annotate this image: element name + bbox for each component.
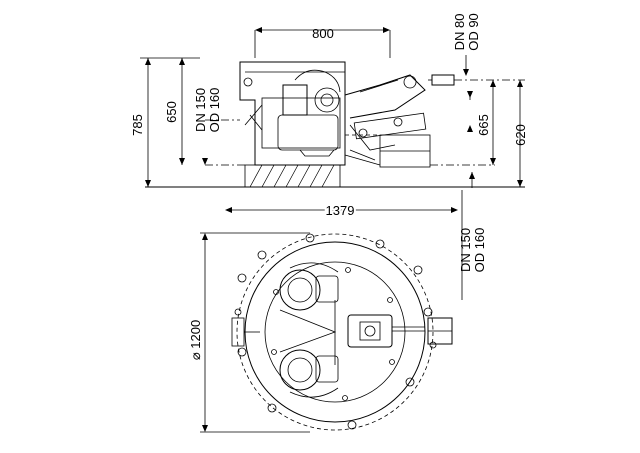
dim-body-height-label: 650 — [164, 101, 179, 123]
inlet-right-dn: DN 150 — [458, 228, 473, 272]
inlet-left-dn: DN 150 — [193, 88, 208, 132]
plan-view: ⌀ 1200 — [188, 232, 453, 433]
inlet-left-label: DN 150 OD 160 — [193, 88, 222, 165]
arrow-head-icon — [490, 80, 496, 87]
dimension-665: 665 — [476, 80, 496, 165]
dimension-785: 785 — [130, 57, 200, 187]
arrow-head-icon — [517, 80, 523, 87]
vent-label: DN 80 OD 90 — [452, 13, 481, 132]
dimension-1200: ⌀ 1200 — [188, 232, 310, 433]
arrow-head-icon — [179, 58, 185, 65]
dim-diameter-label: ⌀ 1200 — [188, 320, 203, 360]
dimension-800: 800 — [254, 26, 391, 58]
dimension-620: 620 — [513, 80, 528, 187]
arrow-head-icon — [145, 180, 151, 187]
dim-inlet-upper-label: 665 — [476, 114, 491, 136]
inlet-right-label: DN 150 OD 160 — [458, 190, 487, 300]
bolt-icon — [234, 233, 437, 430]
dimension-1379: 1379 — [225, 201, 458, 220]
dim-top-width-label: 800 — [312, 26, 334, 41]
arrow-head-icon — [202, 233, 208, 240]
vent-od: OD 90 — [466, 13, 481, 51]
dim-total-height-label: 785 — [130, 114, 145, 136]
arrow-head-icon — [490, 158, 496, 165]
inlet-right-od: OD 160 — [472, 228, 487, 273]
arrow-head-icon — [202, 158, 208, 165]
arrow-head-icon — [255, 27, 262, 33]
dimension-650: 650 — [164, 58, 185, 165]
arrow-head-icon — [451, 207, 458, 213]
dim-inlet-lower-label: 620 — [513, 124, 528, 146]
arrow-head-icon — [202, 425, 208, 432]
arrow-head-icon — [517, 180, 523, 187]
side-view: 800 785 650 DN 150 OD 160 DN 80 OD 90 — [130, 13, 528, 188]
inlet-left-od: OD 160 — [207, 88, 222, 133]
arrow-head-icon — [467, 125, 473, 132]
arrow-head-icon — [225, 207, 232, 213]
arrow-head-icon — [383, 27, 390, 33]
dim-overall-width-label: 1379 — [326, 203, 355, 218]
arrow-head-icon — [145, 58, 151, 65]
vent-dn: DN 80 — [452, 14, 467, 51]
arrow-head-icon — [179, 158, 185, 165]
arrow-head-icon — [463, 69, 469, 76]
